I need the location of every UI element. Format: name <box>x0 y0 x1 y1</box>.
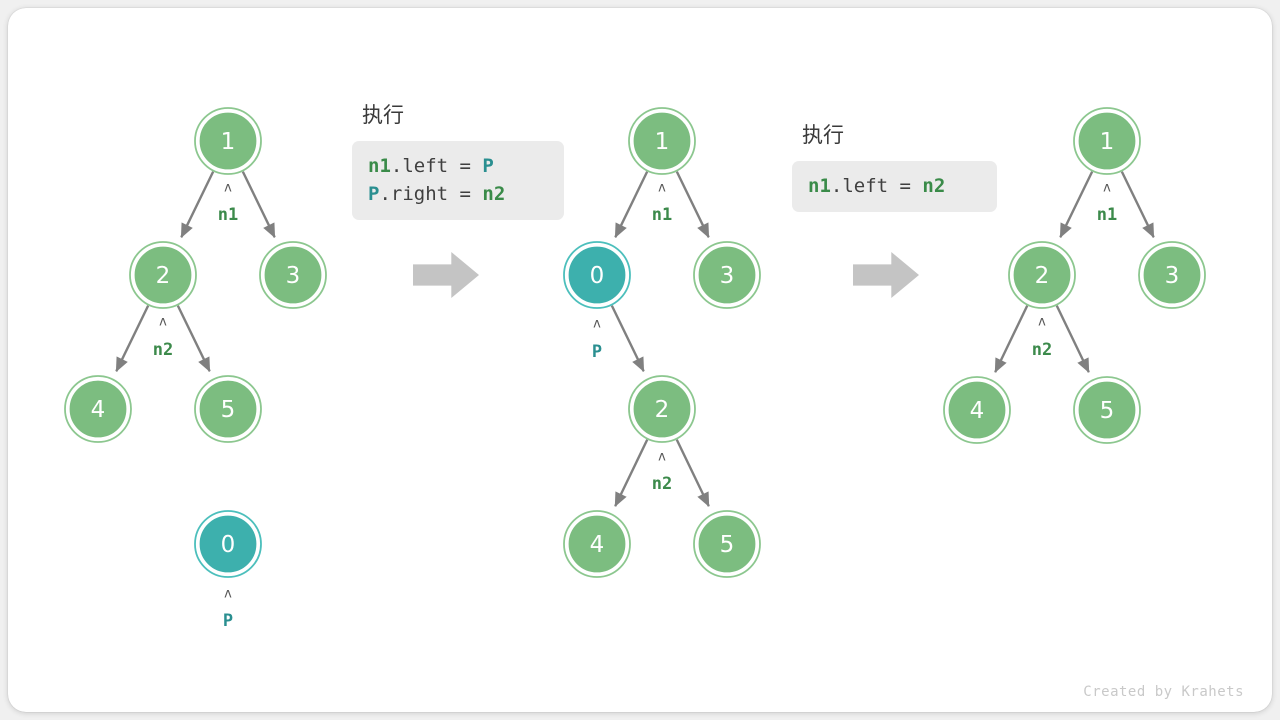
tree-edge <box>675 439 710 508</box>
pointer-label-n1: ʌ n1 <box>652 181 672 226</box>
node-value: 2 <box>655 397 670 423</box>
block-arrows-layer <box>413 252 919 298</box>
node-value: 5 <box>221 397 236 423</box>
step-3-title: 执行 <box>802 123 844 147</box>
tree-node-2: 2 <box>129 241 197 309</box>
code-line: n1.left = n2 <box>808 172 981 200</box>
tree-edge <box>994 305 1029 374</box>
tree-node-4: 4 <box>943 376 1011 444</box>
tree-edge <box>1055 305 1090 374</box>
node-value: 3 <box>720 263 735 289</box>
code-line: P.right = n2 <box>368 180 548 208</box>
node-value: 4 <box>590 532 605 558</box>
code-token: P <box>368 183 380 205</box>
caret-icon: ʌ <box>593 317 601 332</box>
pointer-text: P <box>223 611 233 631</box>
caret-icon: ʌ <box>159 315 167 330</box>
pointer-text: P <box>592 342 602 362</box>
tree-node-0: 0 <box>563 241 631 309</box>
node-value: 0 <box>221 532 236 558</box>
node-value: 1 <box>221 129 236 155</box>
tree-node-2: 2 <box>628 375 696 443</box>
tree-node-0: 0 <box>194 510 262 578</box>
code-token: .left = <box>830 175 923 197</box>
code-token: n1 <box>808 175 831 197</box>
pointer-text: n2 <box>1032 340 1052 360</box>
pointer-text: n1 <box>218 205 238 225</box>
node-value: 0 <box>590 263 605 289</box>
node-value: 3 <box>286 263 301 289</box>
watermark: Created by Krahets <box>1083 684 1244 700</box>
block-arrow-1 <box>413 252 479 298</box>
node-value: 2 <box>1035 263 1050 289</box>
node-value: 1 <box>655 129 670 155</box>
code-token: n2 <box>482 183 506 205</box>
caret-icon: ʌ <box>1038 315 1046 330</box>
pointer-label-P: ʌP <box>223 587 233 632</box>
caret-icon: ʌ <box>224 587 232 602</box>
node-value: 4 <box>91 397 106 423</box>
code-line: n1.left = P <box>368 152 548 180</box>
tree-edge <box>610 305 645 373</box>
tree-node-5: 5 <box>194 375 262 443</box>
pointer-label-n2: ʌ n2 <box>1032 315 1052 361</box>
code-token: P <box>482 155 494 177</box>
tree-node-4: 4 <box>64 375 132 443</box>
pointer-label-n2: ʌ n2 <box>652 450 672 495</box>
node-value: 4 <box>970 398 985 424</box>
pointer-label-n2: ʌ n2 <box>153 315 173 361</box>
block-arrow-2 <box>853 252 919 298</box>
caret-icon: ʌ <box>658 181 666 196</box>
caret-icon: ʌ <box>658 450 666 465</box>
code-token: .right = <box>379 183 483 205</box>
tree-edge <box>614 439 649 508</box>
node-value: 3 <box>1165 263 1180 289</box>
pointer-text: n1 <box>652 205 672 225</box>
pointer-label-P: ʌP <box>592 317 602 363</box>
tree-edge <box>176 305 211 373</box>
tree-edge <box>1120 171 1155 239</box>
caret-icon: ʌ <box>224 181 232 196</box>
tree-edge <box>241 171 276 239</box>
tree-node-3: 3 <box>259 241 327 309</box>
pointer-label-n1: ʌ n1 <box>1097 181 1117 226</box>
tree-node-4: 4 <box>563 510 631 578</box>
tree-edge <box>614 171 649 239</box>
tree-node-2: 2 <box>1008 241 1076 309</box>
tree-node-3: 3 <box>693 241 761 309</box>
tree-node-5: 5 <box>1073 376 1141 444</box>
code-token: .left = <box>390 155 483 177</box>
node-value: 5 <box>1100 398 1115 424</box>
pointer-text: n2 <box>153 340 173 360</box>
tree-node-3: 3 <box>1138 241 1206 309</box>
pointer-label-n1: ʌ n1 <box>218 181 238 226</box>
tree-node-1: 1 <box>1073 107 1141 175</box>
tree-edge <box>180 171 215 239</box>
tree-node-1: 1 <box>194 107 262 175</box>
tree-edge <box>675 171 710 239</box>
code-token: n2 <box>922 175 946 197</box>
tree-node-5: 5 <box>693 510 761 578</box>
node-value: 2 <box>156 263 171 289</box>
edges-layer <box>115 171 1155 508</box>
pointer-text: n1 <box>1097 205 1117 225</box>
node-value: 1 <box>1100 129 1115 155</box>
node-value: 5 <box>720 532 735 558</box>
pointer-text: n2 <box>652 474 672 494</box>
tree-node-1: 1 <box>628 107 696 175</box>
step-2-title: 执行 <box>362 103 404 127</box>
nodes-layer: 1 2 3 4 5 0 1 0 3 2 4 5 1 2 3 4 5 <box>64 107 1206 578</box>
tree-edge <box>115 305 150 373</box>
code-token: n1 <box>368 155 391 177</box>
caret-icon: ʌ <box>1103 181 1111 196</box>
step-3-code-block: n1.left = n2 <box>792 161 997 212</box>
tree-edge <box>1059 171 1094 239</box>
